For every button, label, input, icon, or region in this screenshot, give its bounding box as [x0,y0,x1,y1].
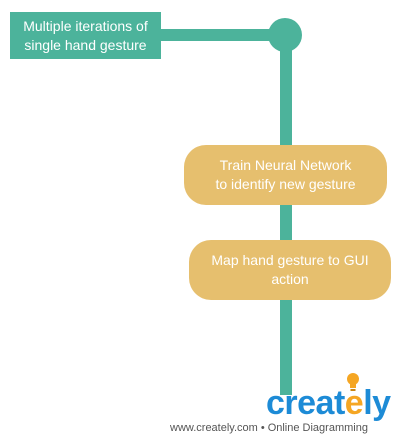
wordmark-e: e [344,384,364,422]
node-train-neural-network[interactable]: Train Neural Network to identify new ges… [184,145,387,205]
footer-site[interactable]: www.creately.com [170,422,258,434]
node-multiple-iterations-label: Multiple iterations of single hand gestu… [23,17,148,53]
junction-node [268,18,302,52]
connector-horizontal [158,29,286,41]
footer-attribution: www.creately.com•Online Diagramming [170,422,395,434]
connector-vertical [280,35,292,395]
wordmark-tail: ly [363,384,391,422]
creately-logo[interactable]: creately [260,372,395,422]
node-map-gesture-label: Map hand gesture to GUI action [211,252,369,287]
lightbulb-icon [347,373,359,391]
footer-tagline: Online Diagramming [267,422,368,434]
node-train-neural-network-label: Train Neural Network to identify new ges… [215,157,356,192]
node-multiple-iterations[interactable]: Multiple iterations of single hand gestu… [10,12,161,59]
wordmark-main: creat [266,384,345,422]
footer-separator: • [260,422,265,434]
node-map-gesture[interactable]: Map hand gesture to GUI action [189,240,391,300]
creately-wordmark: creately [266,386,391,420]
